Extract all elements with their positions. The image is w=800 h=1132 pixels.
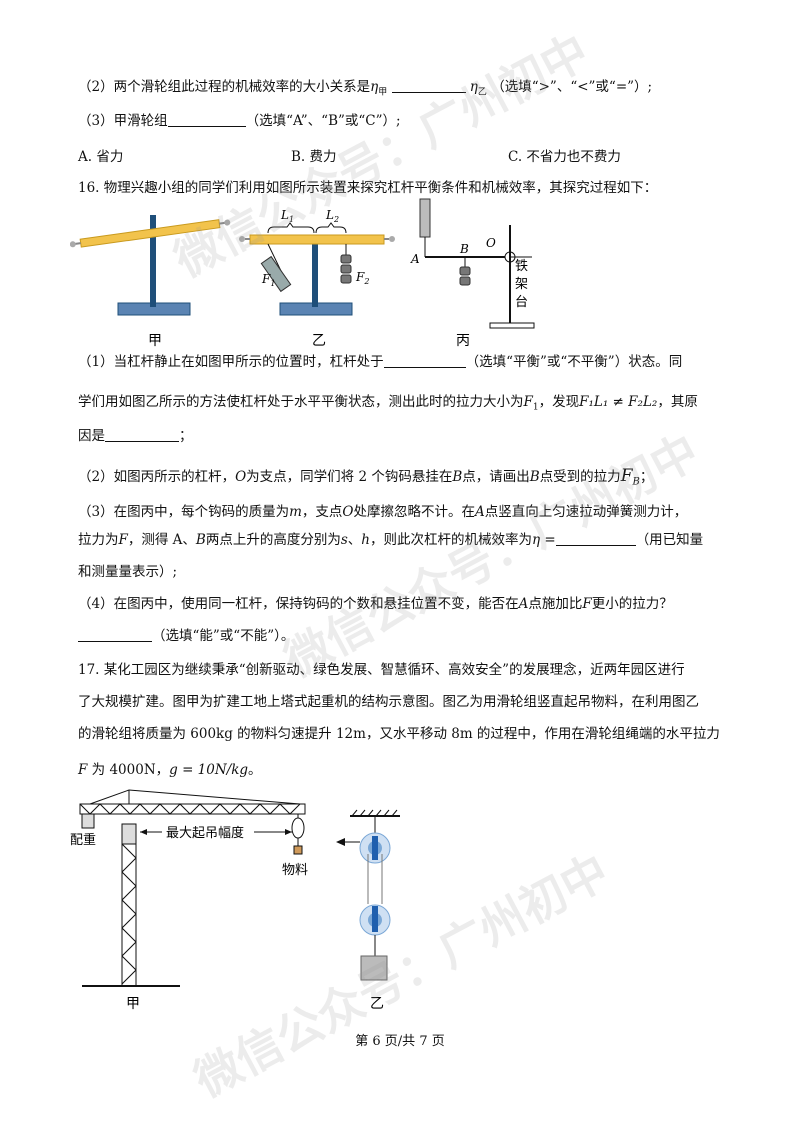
hook-weight [459, 276, 471, 286]
figure-yi: L1 L2 F1 F2 乙 [239, 208, 395, 349]
watermark: 微信公众号：广州初中 [275, 423, 708, 688]
q16-part1-line2: 学们用如图乙所示的方法使杠杆处于水平平衡状态，测出此时的拉力大小为F1，发现F₁… [78, 394, 698, 413]
q16-part2: （2）如图丙所示的杠杆，O为支点，同学们将 2 个钩码悬挂在B点，请画出B点受到… [78, 466, 654, 488]
q16-part3-line2: 拉力为F，测得 A、B两点上升的高度分别为s、h，则此次杠杆的机械效率为η =（… [78, 531, 704, 548]
hook-pulley [291, 817, 305, 839]
iron-stand-base [489, 322, 535, 329]
answer-blank[interactable] [105, 427, 179, 442]
figure-tower-crane: 最大起吊幅度 配重 物料 甲 [70, 789, 308, 1012]
hook-weight [340, 264, 352, 274]
q16-figures: L1 L2 F1 F2 乙 甲 A B O [70, 198, 535, 349]
q17-line3: 的滑轮组将质量为 600kg 的物料匀速提升 12m，又水平移动 8m 的过程中… [78, 726, 720, 742]
stand-pole [150, 215, 156, 307]
q16-part4-line2: （选填“能”或“不能”）。 [78, 626, 738, 646]
q15-part2: （2）两个滑轮组此过程的机械效率的大小关系是η甲 η乙 （选填“>”、“<”或“… [78, 78, 653, 98]
svg-text:B: B [459, 242, 469, 256]
stand-pole [312, 235, 318, 307]
q17-line2: 了大规模扩建。图甲为扩建工地上塔式起重机的结构示意图。图乙为用滑轮组竖直起吊物料… [78, 694, 699, 710]
svg-text:物料: 物料 [282, 863, 308, 878]
figure-jia-caption: 甲 [148, 333, 162, 349]
q17-figures: 最大起吊幅度 配重 物料 甲 乙 [70, 789, 400, 1012]
q15-part3: （3）甲滑轮组（选填“A”、“B”或“C”）; [78, 112, 401, 129]
q17-line1: 17. 某化工园区为继续秉承“创新驱动、绿色发展、智慧循环、高效安全”的发展理念… [78, 662, 685, 678]
q17-line4: F 为 4000N，g = 10N/kg。 [78, 762, 262, 778]
hook-weight [340, 274, 352, 284]
svg-text:甲: 甲 [126, 996, 140, 1012]
trolley-cab [121, 823, 137, 845]
counterweight-block [81, 813, 95, 829]
lever-tilted [70, 219, 231, 248]
l1-brace [267, 222, 315, 234]
answer-blank[interactable] [167, 112, 246, 127]
figure-bing: A B O 铁 架 台 丙 [410, 198, 535, 349]
spring-scale-f1 [260, 255, 292, 293]
svg-text:A: A [410, 252, 420, 266]
choice-b: B. 费力 [291, 149, 337, 165]
lever-level [249, 234, 385, 245]
hook-weight [340, 254, 352, 264]
q16-part4-line1: （4）在图丙中，使用同一杠杆，保持钩码的个数和悬挂位置不变，能否在A点施加比F更… [78, 596, 673, 612]
q16-part3-line1: （3）在图丙中，每个钩码的质量为m，支点O处摩擦忽略不计。在A点竖直向上匀速拉动… [78, 504, 688, 520]
pull-arrow [336, 838, 345, 846]
load-block [360, 955, 388, 981]
q16-part1-line1: （1）当杠杆静止在如图甲所示的位置时，杠杆处于（选填“平衡”或“不平衡”）状态。… [78, 353, 683, 370]
q16-part3-line3: 和测量量表示）; [78, 564, 178, 580]
crane-jib [79, 803, 306, 815]
svg-text:配重: 配重 [70, 832, 96, 848]
answer-blank[interactable] [391, 78, 466, 93]
svg-text:O: O [486, 236, 496, 250]
choice-a: A. 省力 [78, 149, 124, 165]
svg-text:台: 台 [515, 295, 528, 310]
answer-blank[interactable] [78, 627, 152, 642]
svg-text:铁: 铁 [515, 259, 528, 274]
l2-brace [315, 222, 347, 234]
svg-text:L1: L1 [280, 208, 294, 224]
q15-part2-text: （2）两个滑轮组此过程的机械效率的大小关系是 [78, 79, 371, 95]
q16-part1-line3: 因是； [78, 427, 193, 444]
q16-intro: 16. 物理兴趣小组的同学们利用如图所示装置来探究杠杆平衡条件和机械效率，其探究… [78, 180, 658, 196]
svg-text:乙: 乙 [370, 996, 384, 1012]
answer-blank[interactable] [555, 531, 636, 546]
svg-text:F2: F2 [355, 270, 369, 286]
choice-c: C. 不省力也不费力 [508, 149, 621, 165]
svg-text:L2: L2 [325, 208, 339, 224]
page-footer: 第 6 页/共 7 页 [355, 1034, 445, 1049]
material-block [293, 845, 303, 855]
answer-blank[interactable] [383, 353, 466, 368]
svg-text:最大起吊幅度: 最大起吊幅度 [166, 825, 244, 841]
svg-text:丙: 丙 [456, 333, 470, 349]
svg-text:乙: 乙 [312, 333, 326, 349]
svg-text:F1: F1 [261, 272, 275, 288]
figure-jia [70, 215, 231, 316]
spring-scale [419, 198, 431, 238]
hook-weight [459, 266, 471, 276]
figure-pulley-block: 乙 [336, 809, 400, 1012]
svg-text:架: 架 [515, 277, 528, 292]
